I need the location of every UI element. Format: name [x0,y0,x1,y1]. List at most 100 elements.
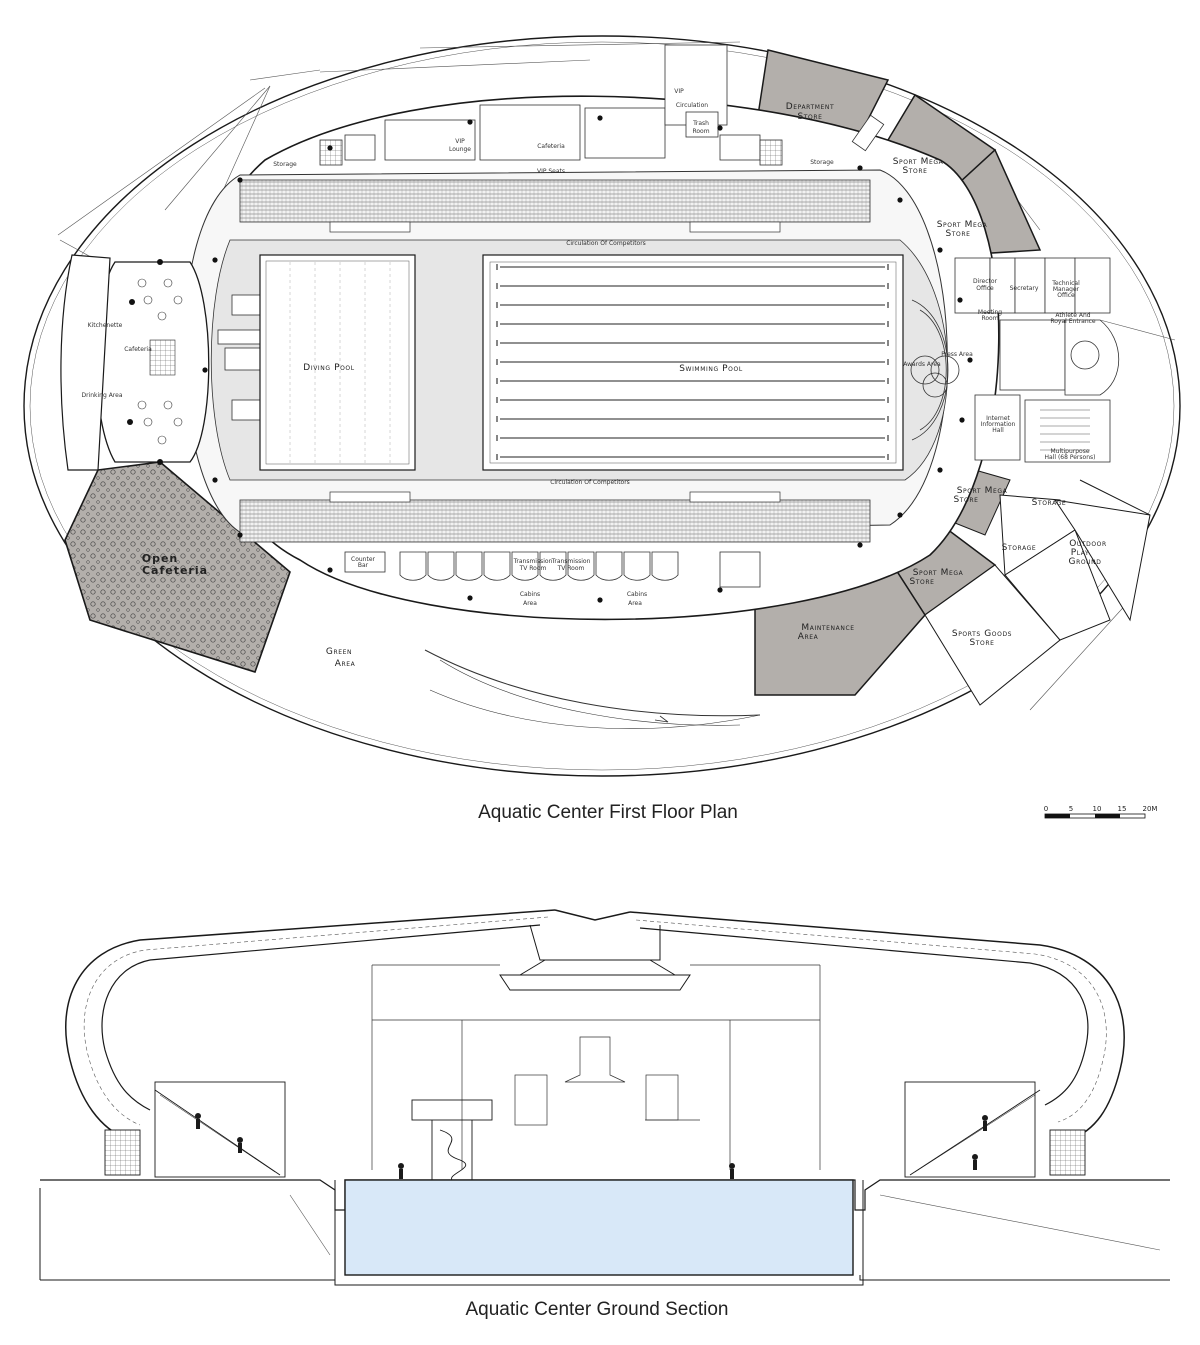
label-counter: Counter [351,556,376,563]
radio-room [623,551,651,581]
bottom-bleachers [239,491,871,543]
label-director: Director [973,278,998,285]
label-internet-2: Information [981,421,1016,428]
plan-caption: Aquatic Center First Floor Plan [478,802,738,823]
label-transmission-2: Transmission [551,558,591,565]
label-cabins-2b: Area [628,600,642,607]
label-sport-mega-3b: Store [953,495,978,505]
diving-platforms [217,294,271,421]
cafe-table [143,295,153,305]
label-secretary: Secretary [1010,285,1039,292]
first-floor-plan: Department Store VIP Circulation Trash R… [23,35,1181,777]
label-cafeteria-left: Cafeteria [124,346,152,353]
cafe-table [173,295,183,305]
entrance-ramp [424,649,761,717]
column [212,257,218,263]
column [937,467,943,473]
label-storage-top-right: Storage [810,159,834,166]
label-sport-mega-2: Sport Mega [937,220,988,230]
label-vip: VIP [674,88,684,95]
label-technical-2: Manager [1053,286,1080,293]
column [897,512,903,518]
label-play: Play [1071,548,1090,558]
label-sport-mega-1: Sport Mega [893,157,944,167]
column [212,477,218,483]
column [857,165,863,171]
label-athlete: Athlete And [1055,312,1090,319]
radio-room [567,551,595,581]
label-department-store: Department [786,102,835,112]
label-vip-seats: VIP Seats [537,168,565,175]
label-circulation: Circulation [676,102,708,109]
interior-lines [371,964,821,1170]
column [202,367,208,373]
label-awards-area: Awards Area [903,361,941,368]
column [957,297,963,303]
radio-room [455,551,483,581]
label-storage-r2: Storage [1002,543,1037,553]
north-rooms [319,44,783,166]
label-maintenance-2: Area [798,632,819,642]
label-outdoor: Outdoor [1069,539,1107,549]
label-sport-mega-4: Sport Mega [913,568,964,578]
column [467,119,473,125]
car-icon [851,114,885,152]
skylight-truss [499,924,691,991]
label-technical: Technical [1051,280,1080,287]
radio-room [539,551,567,581]
column [717,125,723,131]
label-sports-goods-2: Store [969,638,994,648]
label-department-store-2: Store [797,112,822,122]
label-multipurpose: Multipurpose [1050,448,1089,455]
label-trash: Trash [692,120,709,127]
column [959,417,965,423]
left-stand [104,1081,286,1178]
label-press-area: Press Area [941,351,973,358]
column [897,197,903,203]
scale-5: 5 [1069,805,1073,813]
label-technical-3: Office [1057,292,1075,299]
diving-pool [259,254,416,471]
label-meeting-2: Room [981,315,998,322]
roof-shell-outer [65,909,1125,1141]
label-open-cafeteria-2: Cafeteria [142,564,208,577]
pool-wall [334,1180,864,1286]
label-director-2: Office [976,285,994,292]
radio-room [651,551,679,581]
label-sport-mega-1b: Store [902,166,927,176]
south-rooms [344,551,761,588]
label-storage-top-left: Storage [273,161,297,168]
column [937,247,943,253]
column [597,597,603,603]
cafe-table [163,400,173,410]
column [597,115,603,121]
label-cabins-1: Cabins [520,591,540,598]
label-cabins-2: Cabins [627,591,647,598]
ground-section [39,909,1170,1286]
basement-line-right [859,1275,1170,1281]
label-internet-3: Hall [992,427,1004,434]
radio-room [483,551,511,581]
cafe-table [143,417,153,427]
radio-room [399,551,427,581]
column [327,567,333,573]
roof-apex [554,909,631,921]
awards-area [910,299,960,441]
people-figures [195,1113,988,1179]
label-meeting: Meeting [978,309,1002,316]
site-outline-inner [29,41,1175,771]
scale-15: 15 [1118,805,1127,813]
swimming-pool [482,254,904,471]
entrance-ramp-outer [429,689,761,729]
column [717,587,723,593]
roof-shell-inner [101,924,1089,1111]
column [237,532,243,538]
scale-bar: 0 5 10 15 20M [1044,805,1157,819]
column [857,542,863,548]
east-offices [954,257,1119,463]
label-green-area: Green [326,647,352,657]
label-sport-mega-2b: Store [945,229,970,239]
column [237,177,243,183]
radio-room [511,551,539,581]
